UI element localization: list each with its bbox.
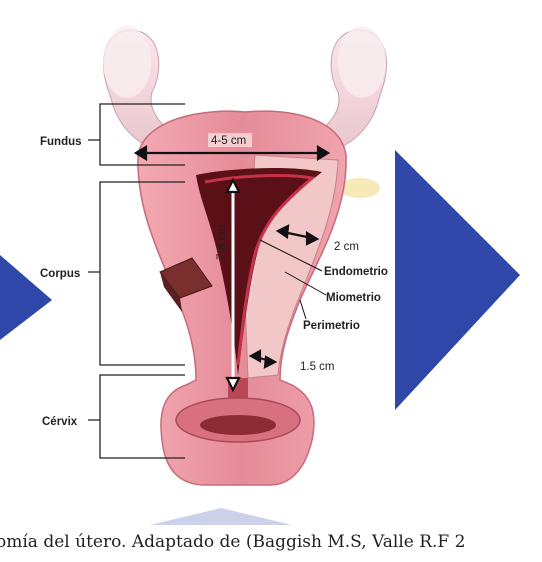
endometrium-label: Endometrio: [324, 266, 388, 278]
uterus-body: [138, 111, 346, 485]
perimetrium-label: Perimetrio: [303, 320, 360, 332]
watermark-right-triangle: [395, 150, 520, 410]
corpus-label: Corpus: [40, 268, 80, 280]
figure-caption-text: omía del útero. Adaptado de (Baggish M.S…: [0, 532, 465, 552]
cervix-width-label: 1.5 cm: [300, 361, 335, 373]
cervix-label: Cérvix: [42, 416, 78, 428]
cavity-length-label: 7-8 cm: [216, 225, 228, 260]
fundus-label: Fundus: [40, 136, 82, 148]
myometrium-label: Miometrio: [326, 292, 381, 304]
perimetrium-pointer: [300, 300, 306, 319]
wall-thickness-label: 2 cm: [334, 241, 359, 253]
watermark-bottom-triangle: [150, 508, 292, 525]
fundus-width-label: 4-5 cm: [211, 135, 246, 147]
figure-caption: omía del útero. Adaptado de (Baggish M.S…: [0, 528, 542, 562]
